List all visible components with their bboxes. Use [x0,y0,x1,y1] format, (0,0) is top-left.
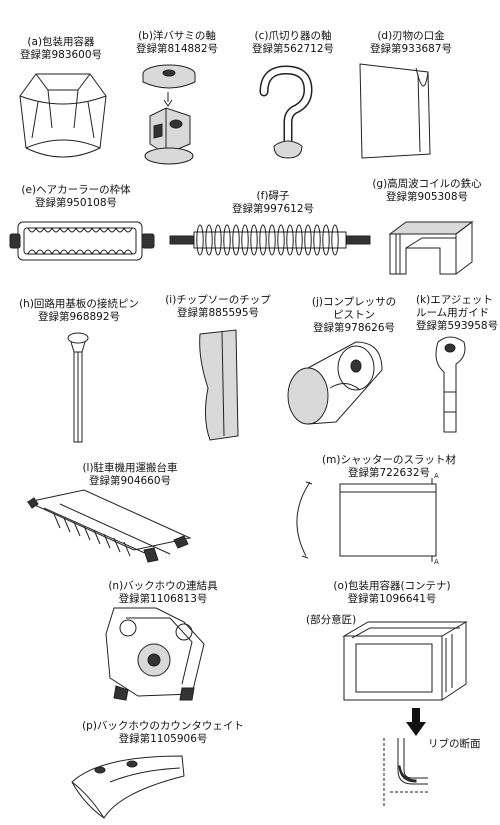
blade-ferrule-drawing [358,62,448,162]
insulator-shed [260,225,266,255]
section-mark-bottom: A [434,558,439,566]
nail-clipper-shaft-drawing [256,66,316,166]
counterweight-drawing [70,752,186,820]
insulator-shed [197,225,203,255]
caption-g: (g)高周波コイルの鉄心登録第905308号 [372,178,482,203]
air-jet-guide-drawing [430,332,472,444]
caption-e: (e)ヘアカーラーの枠体登録第950108号 [21,184,131,209]
insulator-shed [242,225,248,255]
caption-p: (p)バックホウのカウンタウェイト登録第1105906号 [82,720,244,745]
caption-c: (c)爪切り器の軸登録第562712号 [251,30,335,55]
caption-h: (h)回路用基板の接続ピン登録第968892号 [19,298,139,323]
insulator-shed [305,225,311,255]
insulator-shed [332,225,338,255]
section-mark-top: A [434,472,439,480]
caption-b: (b)洋バサミの軸登録第814882号 [135,30,219,55]
caption-o: (o)包装用容器(コンテナ)登録第1096641号 [333,580,451,605]
shutter-slat-drawing: A A [290,472,439,566]
caption-i: (i)チップソーのチップ登録第885595号 [165,294,271,319]
down-arrow-icon [406,708,426,736]
insulator-shed [278,225,284,255]
insulator-shed [206,225,212,255]
insulator-shed [251,225,257,255]
coil-core-drawing [386,212,476,282]
hair-curler-frame-drawing [8,214,158,268]
caption-m: (m)シャッターのスラット材登録第722632号 [322,454,456,479]
rib-section-note: リブの断面 [428,738,481,750]
scissors-shaft-drawing [134,64,204,168]
insulator-shed [269,225,275,255]
caption-a: (a)包装用容器登録第983600号 [19,36,103,61]
caption-l: (l)駐車機用運搬台車登録第904660号 [82,462,178,487]
insulator-shed [314,225,320,255]
caption-j: (j)コンプレッサのピストン登録第978626号 [311,296,397,334]
caption-n: (n)バックホウの連結具登録第1106813号 [108,580,218,605]
packaging-container-drawing [18,68,108,168]
insulator-shed [215,225,221,255]
insulator-shed [287,225,293,255]
insulator-shed [224,225,230,255]
insulator-shed [296,225,302,255]
insulator-shed [233,225,239,255]
caption-f: (f)碍子登録第997612号 [231,190,315,215]
container-box-drawing [340,618,470,704]
connection-pin-drawing [66,330,90,446]
backhoe-coupler-drawing [96,604,216,704]
caption-d: (d)刃物の口金登録第933687号 [369,30,453,55]
partial-design-note: (部分意匠) [306,614,357,626]
rib-section-drawing [380,736,430,808]
insulator-shed [323,225,329,255]
caption-k: (k)エアジェットルーム用ガイド登録第593958号 [416,294,499,332]
insulator-drawing [170,222,370,258]
compressor-piston-drawing [286,338,386,428]
saw-tip-drawing [196,328,246,442]
transport-cart-drawing [24,488,194,578]
